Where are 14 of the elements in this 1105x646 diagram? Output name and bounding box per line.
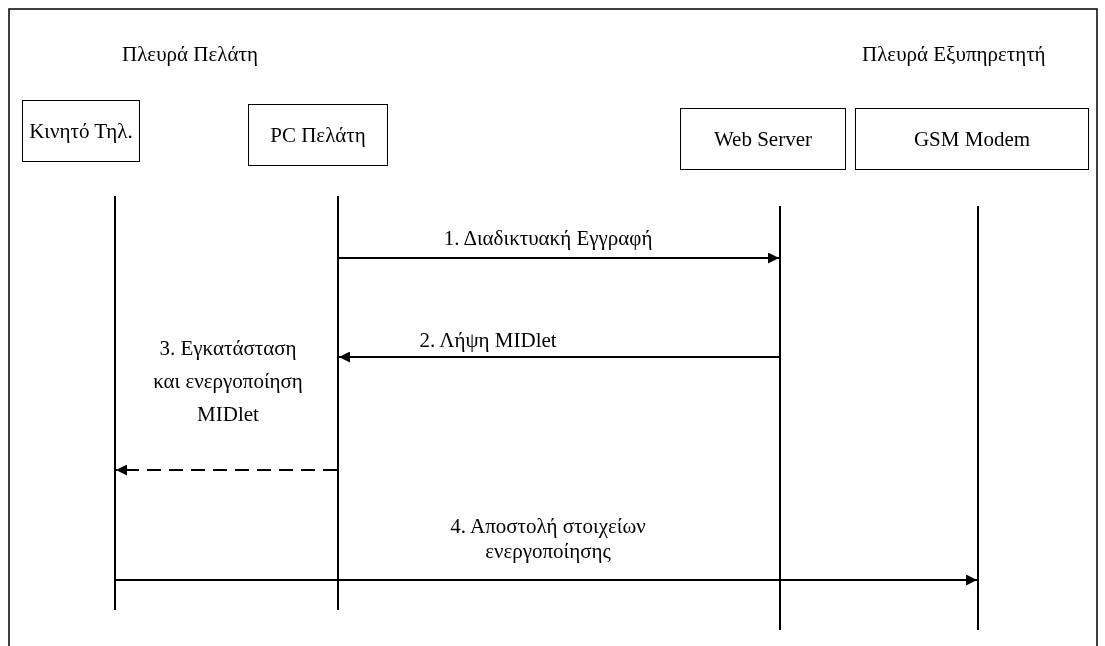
participant-box: PC Πελάτη (248, 104, 388, 166)
participant-box: GSM Modem (855, 108, 1089, 170)
side-heading: Πλευρά Πελάτη (122, 42, 258, 67)
side-heading: Πλευρά Εξυπηρετητή (862, 42, 1046, 67)
participant-box: Web Server (680, 108, 846, 170)
lifeline (114, 196, 116, 610)
message-arrow (115, 574, 978, 586)
message-arrow (338, 252, 780, 264)
lifeline (977, 206, 979, 630)
lifeline (337, 196, 339, 610)
message-arrow (338, 351, 780, 363)
lifeline (779, 206, 781, 630)
participant-box: Κινητό Τηλ. (22, 100, 140, 162)
message-arrow (115, 464, 338, 476)
